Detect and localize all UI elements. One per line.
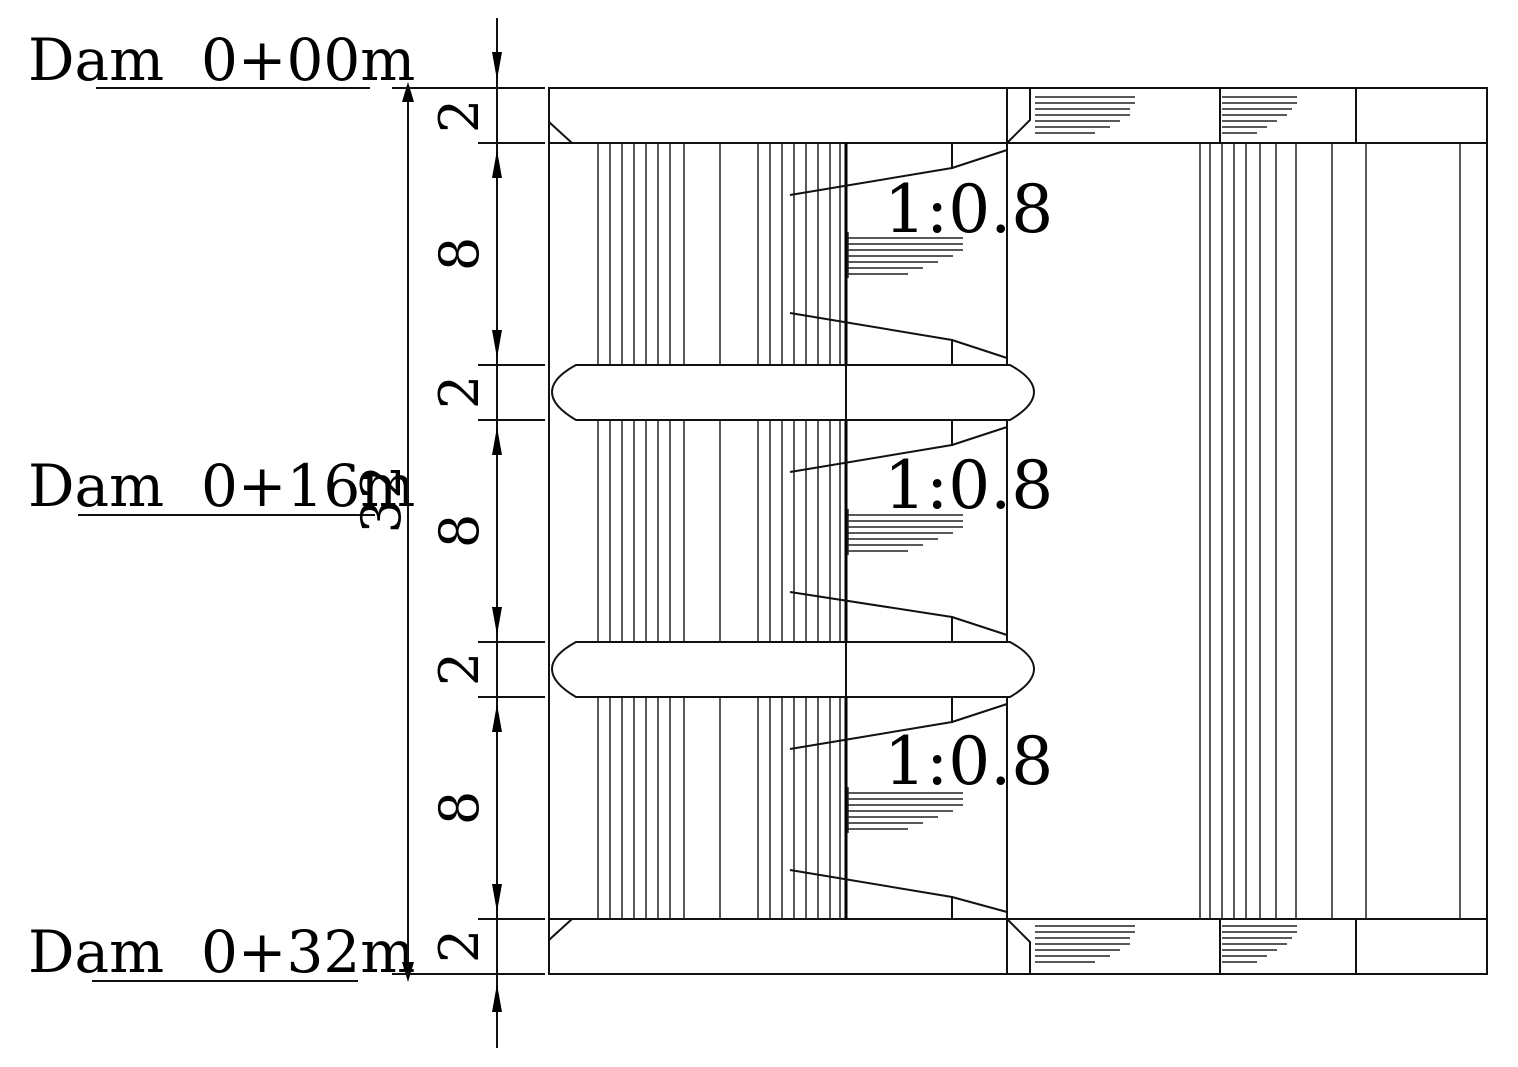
dim-segment-5: 2	[428, 652, 491, 686]
slope-label-group: 1:0.8 1:0.8 1:0.8	[884, 171, 1053, 800]
bottom-end-pier	[548, 918, 1007, 974]
station-label-0-32: Dam 0+32m	[28, 918, 415, 986]
dimension-chain: 32 2 8 2 8 2 8	[350, 18, 545, 1048]
slope-label-3: 1:0.8	[884, 723, 1053, 800]
dimension-arrows	[492, 52, 502, 1012]
top-end-pier	[548, 88, 1007, 144]
slope-label-2: 1:0.8	[884, 447, 1053, 524]
step-lines-left	[597, 143, 841, 919]
hatch-marks	[847, 96, 1297, 963]
dim-segment-3: 2	[428, 375, 491, 409]
dim-segment-1: 2	[428, 99, 491, 133]
slope-label-1: 1:0.8	[884, 171, 1053, 248]
dim-segment-2: 8	[428, 237, 491, 271]
dim-segment-7: 2	[428, 929, 491, 963]
dimension-ticks	[392, 87, 545, 975]
station-label-group: Dam 0+00m Dam 0+16m Dam 0+32m	[28, 26, 415, 986]
station-label-0-00: Dam 0+00m	[28, 26, 415, 94]
outer-frame	[548, 87, 1488, 975]
station-label-0-16: Dam 0+16m	[28, 452, 415, 520]
intermediate-pier-1	[550, 364, 1036, 421]
plan-body	[548, 87, 1488, 975]
total-dimension-label: 32	[350, 465, 413, 534]
dim-segment-4: 8	[428, 514, 491, 548]
dim-segment-6: 8	[428, 791, 491, 825]
intermediate-pier-2	[550, 641, 1036, 698]
step-lines-right	[1199, 143, 1461, 919]
bay-walls	[789, 143, 1008, 919]
